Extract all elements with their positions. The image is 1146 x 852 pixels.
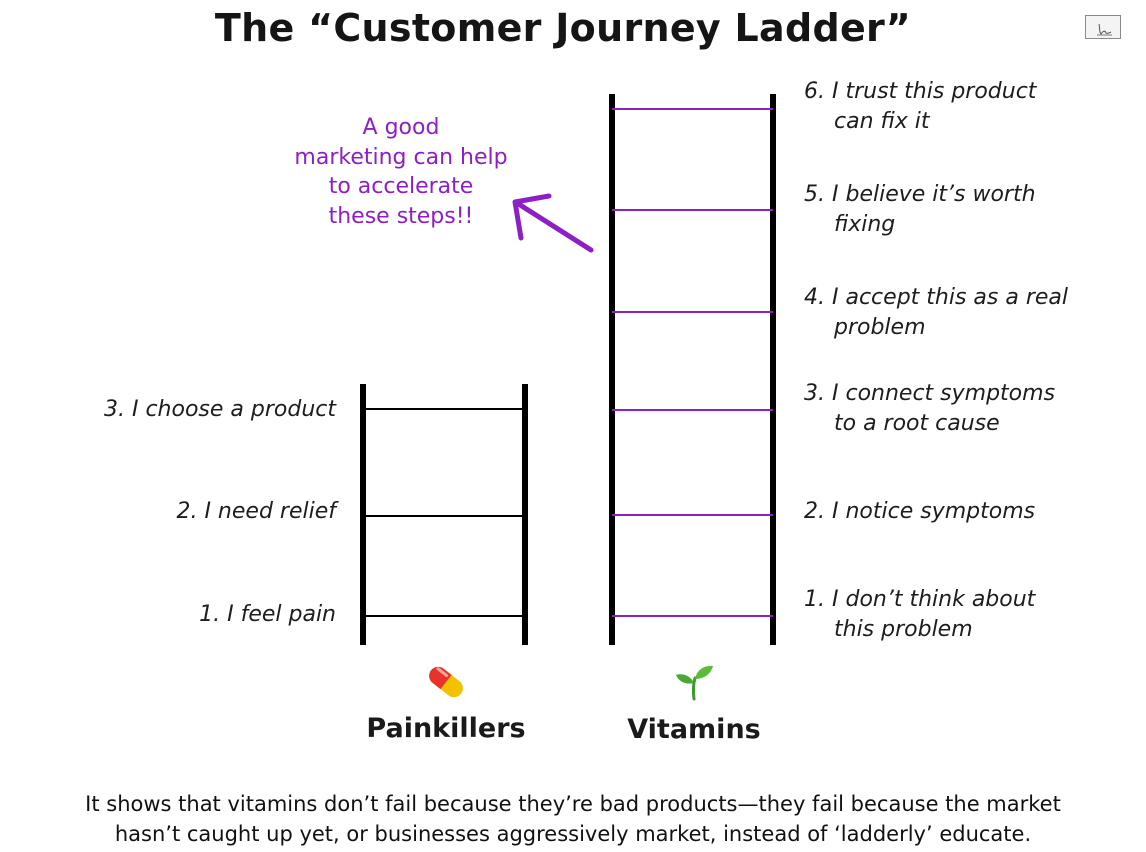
caption-line-1: It shows that vitamins don’t fail becaus… bbox=[85, 792, 1061, 816]
step-number: 5. bbox=[804, 182, 825, 207]
step-text-line2: to a root cause bbox=[834, 411, 1000, 436]
step-text: I need relief bbox=[204, 499, 336, 524]
caption-line-2: hasn’t caught up yet, or businesses aggr… bbox=[114, 822, 1032, 846]
step-number: 3. bbox=[103, 397, 125, 422]
signature-thumbnail-icon bbox=[1085, 15, 1121, 39]
step-text-line2: problem bbox=[834, 315, 926, 340]
step-text-line1: I trust this product bbox=[832, 79, 1037, 104]
vitamins-ladder bbox=[609, 94, 776, 645]
vitamins-step-1: 1. I don’t think about this problem bbox=[804, 585, 1035, 645]
vitamins-step-2: 2. I notice symptoms bbox=[804, 497, 1035, 527]
step-number: 4. bbox=[804, 285, 825, 310]
seedling-icon bbox=[673, 661, 715, 705]
step-text: I choose a product bbox=[131, 397, 336, 422]
painkillers-step-2: 2. I need relief bbox=[16, 497, 336, 527]
vitamins-label: Vitamins bbox=[627, 714, 761, 745]
painkillers-ladder bbox=[360, 384, 528, 645]
painkillers-step-3: 3. I choose a product bbox=[16, 395, 336, 425]
page-title: The “Customer Journey Ladder” bbox=[214, 6, 912, 50]
step-text-line2: can fix it bbox=[834, 109, 930, 134]
painkillers-label: Painkillers bbox=[366, 713, 526, 744]
step-text-line1: I notice symptoms bbox=[832, 499, 1036, 524]
vitamins-step-3: 3. I connect symptoms to a root cause bbox=[804, 379, 1055, 439]
step-number: 2. bbox=[176, 499, 198, 524]
step-number: 2. bbox=[804, 499, 825, 524]
vitamins-step-4: 4. I accept this as a real problem bbox=[804, 283, 1068, 343]
step-number: 3. bbox=[804, 381, 825, 406]
painkillers-step-1: 1. I feel pain bbox=[16, 600, 336, 630]
step-number: 1. bbox=[804, 587, 825, 612]
step-number: 6. bbox=[804, 79, 825, 104]
step-text-line1: I accept this as a real bbox=[832, 285, 1068, 310]
step-text: I feel pain bbox=[227, 602, 336, 627]
pill-icon bbox=[424, 662, 468, 706]
vitamins-step-6: 6. I trust this product can fix it bbox=[804, 77, 1036, 137]
step-text-line2: this problem bbox=[834, 617, 973, 642]
vitamins-step-5: 5. I believe it’s worth fixing bbox=[804, 180, 1036, 240]
step-text-line1: I believe it’s worth bbox=[832, 182, 1036, 207]
accelerate-arrow bbox=[512, 193, 594, 253]
step-text-line1: I don’t think about bbox=[832, 587, 1036, 612]
step-text-line1: I connect symptoms bbox=[832, 381, 1056, 406]
caption: It shows that vitamins don’t fail becaus… bbox=[0, 789, 1146, 849]
step-number: 1. bbox=[199, 602, 221, 627]
step-text-line2: fixing bbox=[834, 212, 896, 237]
